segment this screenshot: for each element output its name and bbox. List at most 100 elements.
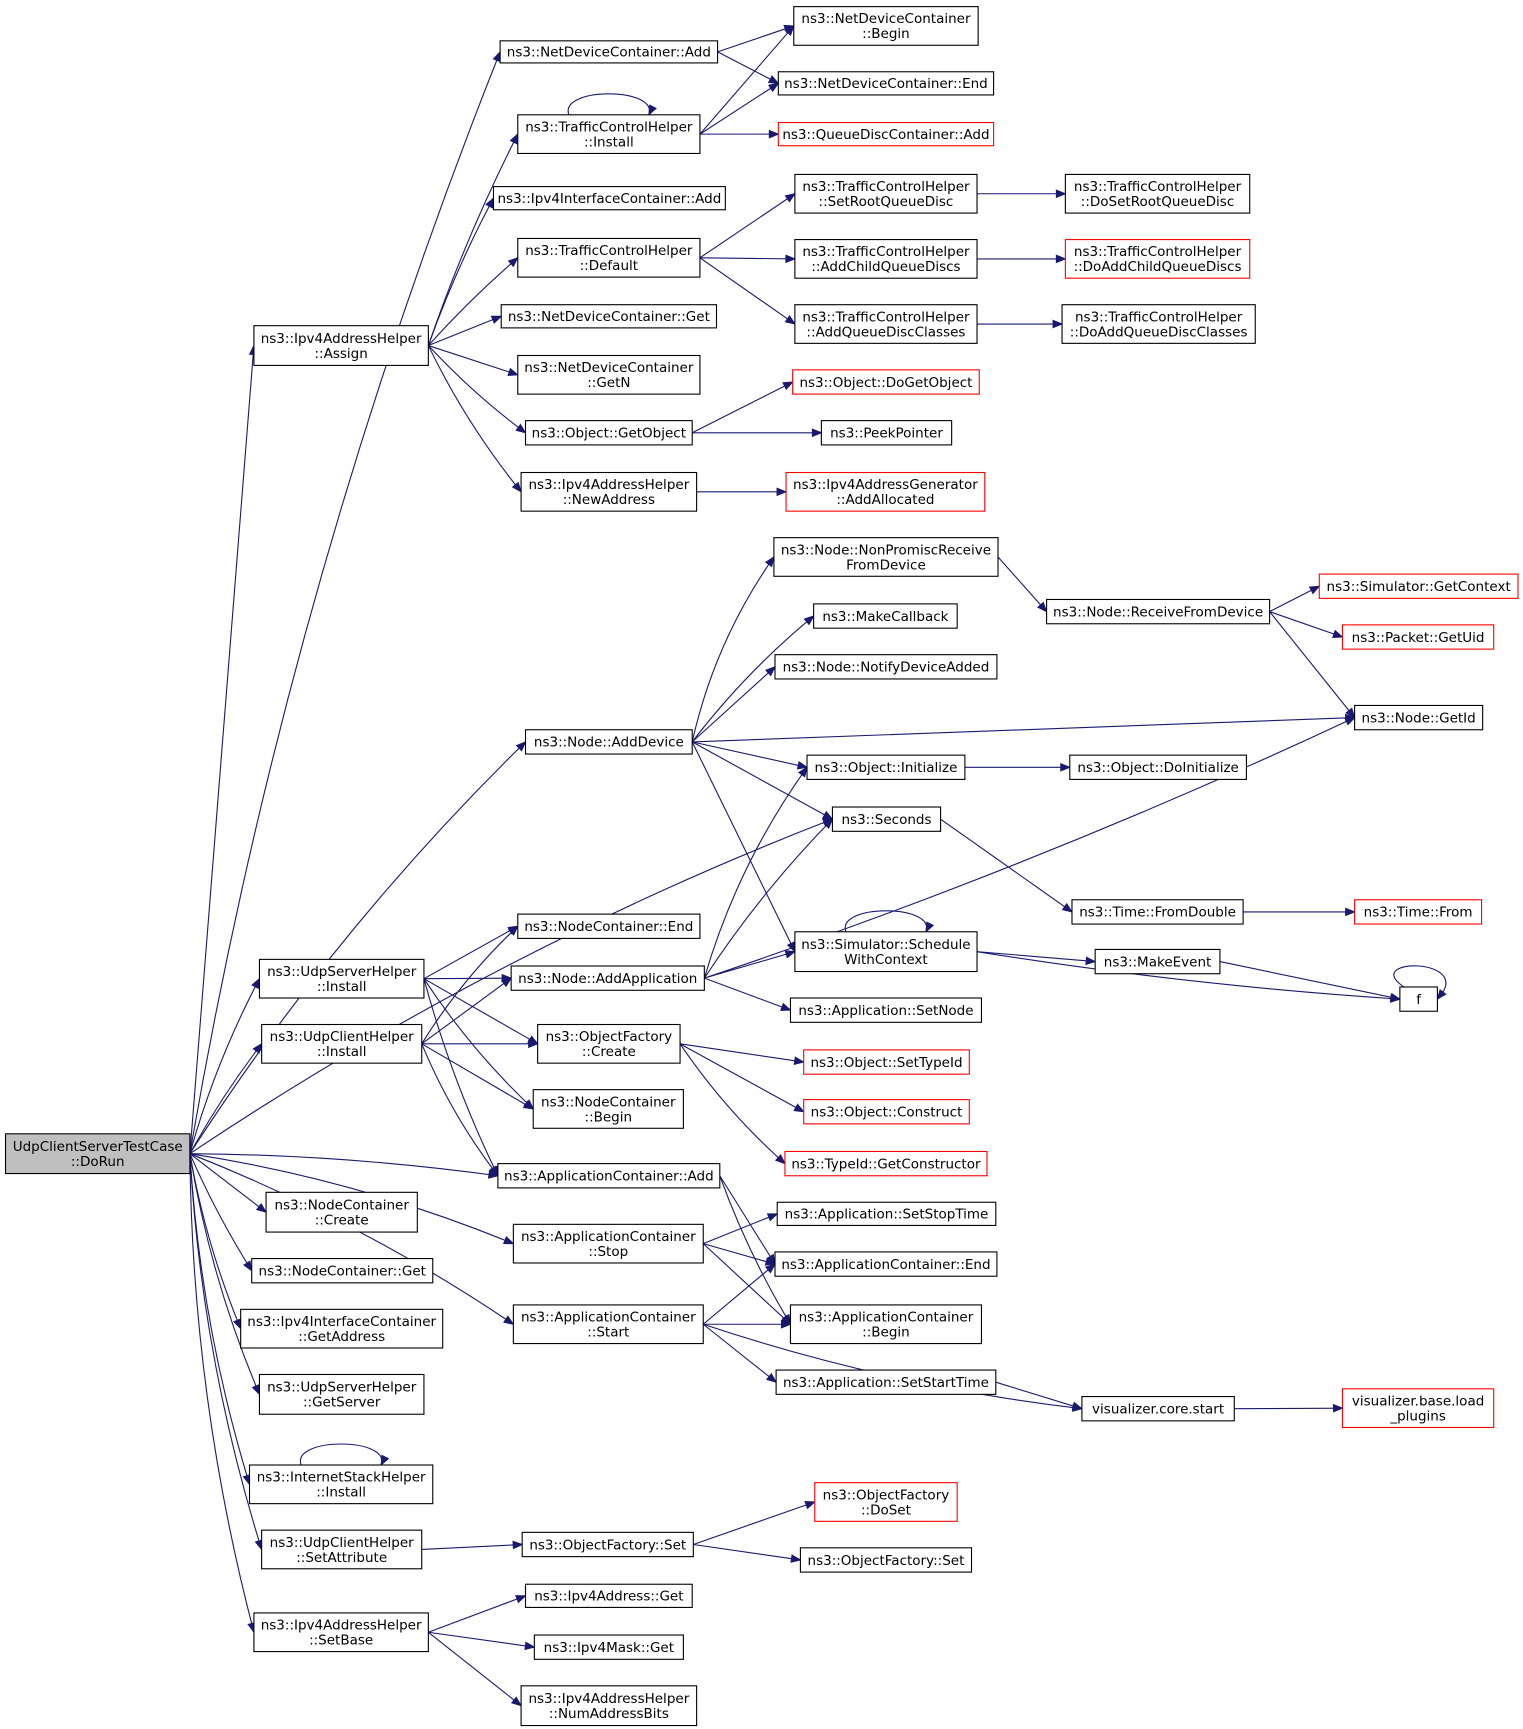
node-label: ns3::ApplicationContainer	[799, 1310, 974, 1326]
node-ipv4ic-getaddr[interactable]: ns3::Ipv4InterfaceContainer::GetAddress	[240, 1308, 444, 1349]
node-node-adddevice[interactable]: ns3::Node::AddDevice	[524, 729, 693, 755]
node-box	[777, 121, 995, 147]
node-udpch-setattr[interactable]: ns3::UdpClientHelper::SetAttribute	[261, 1529, 423, 1570]
node-ipv4addr-get[interactable]: ns3::Ipv4Address::Get	[524, 1583, 693, 1608]
node-label: ns3::Ipv4Address::Get	[534, 1589, 683, 1605]
node-app-setnode[interactable]: ns3::Application::SetNode	[789, 997, 983, 1023]
node-label: ns3::Node::AddDevice	[534, 735, 684, 751]
node-ndc-end[interactable]: ns3::NetDeviceContainer::End	[777, 71, 995, 96]
node-node-notify[interactable]: ns3::Node::NotifyDeviceAdded	[774, 654, 998, 680]
call-edge	[1219, 961, 1402, 1002]
node-label: ns3::NodeContainer::Get	[259, 1264, 426, 1280]
node-ipv4ah-numbits[interactable]: ns3::Ipv4AddressHelper::NumAddressBits	[520, 1685, 698, 1727]
node-box	[253, 325, 429, 366]
node-label: ::Assign	[314, 346, 367, 362]
node-obj-dogetobject[interactable]: ns3::Object::DoGetObject	[792, 369, 980, 395]
node-ndc-begin[interactable]: ns3::NetDeviceContainer::Begin	[793, 6, 979, 46]
node-app-setstart[interactable]: ns3::Application::SetStartTime	[775, 1369, 997, 1395]
node-udpsh-install[interactable]: ns3::UdpServerHelper::Install	[258, 958, 425, 999]
node-ish-install[interactable]: ns3::InternetStackHelper::Install	[248, 1464, 434, 1505]
node-obj-settypeid[interactable]: ns3::Object::SetTypeId	[803, 1049, 970, 1075]
node-of-doset[interactable]: ns3::ObjectFactory::DoSet	[814, 1482, 958, 1522]
node-udpsh-getserver[interactable]: ns3::UdpServerHelper::GetServer	[258, 1373, 425, 1415]
call-edge	[679, 1043, 786, 1165]
node-time-from[interactable]: ns3::Time::From	[1354, 899, 1483, 925]
node-ac-end[interactable]: ns3::ApplicationContainer::End	[774, 1251, 998, 1277]
node-of-set1[interactable]: ns3::ObjectFactory::Set	[521, 1531, 694, 1558]
node-obj-getobject[interactable]: ns3::Object::GetObject	[524, 420, 693, 446]
node-makecallback[interactable]: ns3::MakeCallback	[813, 603, 958, 629]
node-label: ::DoSetRootQueueDisc	[1081, 194, 1234, 210]
node-label: ns3::UdpClientHelper	[270, 1029, 414, 1045]
node-tch-dosetroot[interactable]: ns3::TrafficControlHelper::DoSetRootQueu…	[1064, 173, 1251, 214]
node-sim-getcontext[interactable]: ns3::Simulator::GetContext	[1318, 573, 1519, 599]
node-ndc-getn[interactable]: ns3::NetDeviceContainer::GetN	[517, 354, 701, 395]
node-label: ns3::ApplicationContainer::Add	[504, 1169, 714, 1185]
node-obj-initialize[interactable]: ns3::Object::Initialize	[806, 754, 966, 780]
node-typeid-getctor[interactable]: ns3::TypeId::GetConstructor	[784, 1150, 988, 1177]
node-udpch-install[interactable]: ns3::UdpClientHelper::Install	[261, 1023, 423, 1064]
node-ipv4ag-addalloc[interactable]: ns3::Ipv4AddressGenerator::AddAllocated	[785, 471, 986, 512]
node-f[interactable]: f	[1399, 986, 1438, 1012]
node-box	[4, 1133, 191, 1175]
node-nc-get[interactable]: ns3::NodeContainer::Get	[251, 1258, 434, 1284]
node-box	[789, 997, 983, 1023]
node-box	[1094, 948, 1221, 975]
node-app-setstop[interactable]: ns3::Application::SetStopTime	[776, 1201, 997, 1226]
node-ndc-add[interactable]: ns3::NetDeviceContainer::Add	[499, 40, 719, 64]
node-tch-setroot[interactable]: ns3::TrafficControlHelper::SetRootQueueD…	[794, 173, 978, 214]
node-ipv4ic-add[interactable]: ns3::Ipv4InterfaceContainer::Add	[492, 186, 726, 211]
call-edge	[977, 254, 1067, 264]
node-label: ::Create	[582, 1044, 636, 1060]
node-tch-doaddclasses[interactable]: ns3::TrafficControlHelper::DoAddQueueDis…	[1061, 304, 1256, 344]
call-edge	[428, 1595, 527, 1633]
node-node-recvfrom[interactable]: ns3::Node::ReceiveFromDevice	[1046, 598, 1271, 625]
node-tch-doaddchild[interactable]: ns3::TrafficControlHelper::DoAddChildQue…	[1064, 239, 1251, 279]
node-root[interactable]: UdpClientServerTestCase::DoRun	[4, 1133, 191, 1175]
node-tch-addclasses[interactable]: ns3::TrafficControlHelper::AddQueueDiscC…	[794, 304, 978, 344]
node-ac-start[interactable]: ns3::ApplicationContainer::Start	[512, 1304, 704, 1345]
node-node-getid[interactable]: ns3::Node::GetId	[1354, 704, 1484, 731]
node-of-create[interactable]: ns3::ObjectFactory::Create	[537, 1023, 681, 1064]
node-seconds[interactable]: ns3::Seconds	[831, 806, 942, 832]
node-ac-stop[interactable]: ns3::ApplicationContainer::Stop	[512, 1223, 704, 1264]
call-edge	[977, 319, 1064, 329]
node-nc-end[interactable]: ns3::NodeContainer::End	[517, 913, 701, 939]
node-packet-getuid[interactable]: ns3::Packet::GetUid	[1341, 624, 1495, 650]
node-label: ::SetRootQueueDisc	[819, 194, 954, 210]
node-box	[258, 958, 425, 999]
call-edge	[679, 1043, 806, 1065]
node-label: ns3::TrafficControlHelper	[802, 309, 970, 325]
node-ipv4mask-get[interactable]: ns3::Ipv4Mask::Get	[533, 1634, 684, 1660]
node-label: ns3::Simulator::Schedule	[801, 937, 970, 953]
node-label: ns3::ObjectFactory::Set	[529, 1537, 686, 1553]
call-edge	[189, 1153, 500, 1179]
node-box	[492, 186, 726, 211]
node-nc-create[interactable]: ns3::NodeContainer::Create	[265, 1191, 418, 1233]
node-obj-doinitialize[interactable]: ns3::Object::DoInitialize	[1069, 754, 1247, 780]
node-ac-add[interactable]: ns3::ApplicationContainer::Add	[497, 1163, 721, 1189]
node-ac-begin[interactable]: ns3::ApplicationContainer::Begin	[789, 1304, 983, 1345]
node-box	[240, 1308, 444, 1349]
node-ipv4ah-assign[interactable]: ns3::Ipv4AddressHelper::Assign	[253, 325, 429, 366]
node-tch-install[interactable]: ns3::TrafficControlHelper::Install	[517, 114, 701, 155]
node-makeevent[interactable]: ns3::MakeEvent	[1094, 948, 1221, 975]
node-qdc-add[interactable]: ns3::QueueDiscContainer::Add	[777, 121, 995, 147]
call-edge	[703, 1213, 779, 1245]
node-node-addapp[interactable]: ns3::Node::AddApplication	[510, 965, 705, 991]
node-ipv4ah-newaddr[interactable]: ns3::Ipv4AddressHelper::NewAddress	[520, 471, 698, 512]
node-tch-addchild[interactable]: ns3::TrafficControlHelper::AddChildQueue…	[794, 239, 978, 279]
node-obj-construct[interactable]: ns3::Object::Construct	[803, 1099, 970, 1125]
node-ipv4ah-setbase[interactable]: ns3::Ipv4AddressHelper::SetBase	[253, 1612, 429, 1653]
node-vis-start[interactable]: visualizer.core.start	[1081, 1396, 1235, 1422]
node-of-set2[interactable]: ns3::ObjectFactory::Set	[799, 1547, 973, 1573]
node-peekpointer[interactable]: ns3::PeekPointer	[820, 420, 953, 446]
node-nc-begin[interactable]: ns3::NodeContainer::Begin	[532, 1089, 684, 1129]
node-tch-default[interactable]: ns3::TrafficControlHelper::Default	[517, 237, 701, 278]
node-time-fromdouble[interactable]: ns3::Time::FromDouble	[1071, 899, 1244, 925]
node-vis-load[interactable]: visualizer.base.load_plugins	[1341, 1388, 1495, 1429]
node-ndc-get[interactable]: ns3::NetDeviceContainer::Get	[500, 304, 718, 329]
